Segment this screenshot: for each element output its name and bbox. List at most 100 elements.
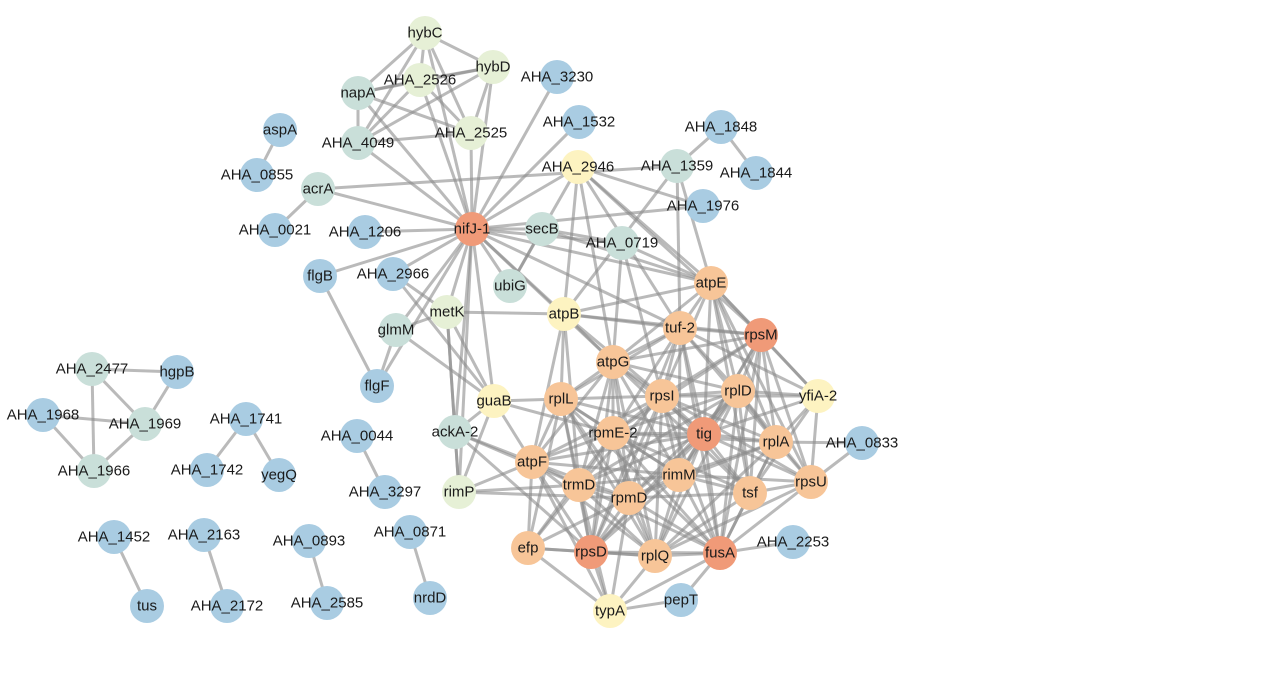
edge-hybc-nifj-1	[423, 32, 474, 230]
node-ubig: ubiG	[493, 269, 527, 303]
node-circle	[455, 212, 489, 246]
node-circle	[739, 156, 773, 190]
node-hybd: hybD	[475, 50, 511, 84]
node-rpsm: rpsM	[744, 318, 778, 352]
node-guab: guaB	[476, 384, 512, 418]
node-acra: acrA	[301, 172, 335, 206]
node-label: pepT	[664, 592, 698, 609]
edge-rpmd-efp	[527, 496, 630, 550]
node-napa: napA	[340, 76, 376, 110]
node-label: tsf	[742, 485, 759, 502]
node-circle	[340, 419, 374, 453]
edge-rpll-tig	[560, 397, 705, 436]
edge-rpsm-rpla	[759, 334, 778, 443]
node-label: metK	[429, 304, 464, 321]
node-label: yegQ	[261, 467, 297, 484]
node-label: atpB	[549, 306, 580, 323]
node-label: glmM	[378, 322, 415, 339]
edge-rpsm-atpg	[612, 333, 762, 364]
node-label: rpsI	[649, 388, 674, 405]
node-label: AHA_1206	[329, 224, 402, 241]
node-glmm: glmM	[378, 313, 415, 347]
node-label: AHA_2525	[435, 125, 508, 142]
edge-aha-2946-atpb	[562, 166, 580, 315]
node-circle	[210, 589, 244, 623]
edge-trmd-rplq	[577, 483, 657, 558]
node-rpmd: rpmD	[611, 481, 647, 515]
node-tuf-2: tuf-2	[663, 311, 697, 345]
node-label: AHA_1741	[210, 411, 283, 428]
node-label: AHA_1452	[78, 529, 151, 546]
node-label: aspA	[263, 122, 297, 139]
node-label: flgF	[364, 378, 389, 395]
node-circle	[759, 425, 793, 459]
node-label: guaB	[476, 393, 511, 410]
node-aha-1742: AHA_1742	[171, 453, 243, 487]
edge-nifj-1-glmm	[394, 228, 474, 331]
edge-atpe-atpg	[612, 281, 712, 364]
node-label: rimM	[662, 467, 695, 484]
edge-rpll-fusa	[559, 397, 722, 555]
node-circle	[660, 149, 694, 183]
node-circle	[128, 407, 162, 441]
node-label: AHA_0833	[826, 435, 899, 452]
node-label: AHA_4049	[322, 135, 395, 152]
node-secb: secB	[525, 212, 559, 246]
edge-yfia-2-tig	[703, 394, 819, 436]
node-atpf: atpF	[515, 445, 549, 479]
node-rpsd: rpsD	[574, 535, 608, 569]
node-label: hgpB	[159, 364, 194, 381]
node-label: rimP	[444, 484, 475, 501]
node-aspa: aspA	[263, 113, 297, 147]
node-circle	[776, 525, 810, 559]
edge-hybc-aha-2525	[423, 32, 473, 134]
node-label: flgB	[307, 268, 333, 285]
node-circle	[130, 589, 164, 623]
node-rimp: rimP	[442, 475, 476, 509]
node-label: secB	[525, 221, 558, 238]
edge-aha-1206-nifj-1	[364, 227, 473, 234]
node-label: atpG	[597, 354, 630, 371]
edge-hybd-nifj-1	[470, 66, 495, 230]
node-nrdd: nrdD	[413, 581, 447, 615]
node-circle	[493, 269, 527, 303]
node-efp: efp	[511, 531, 545, 565]
node-label: AHA_0719	[586, 235, 659, 252]
node-label: AHA_1976	[667, 198, 740, 215]
node-label: hybD	[475, 59, 510, 76]
node-circle	[744, 318, 778, 352]
node-label: yfiA-2	[799, 388, 837, 405]
node-circle	[262, 458, 296, 492]
edge-rpld-tsf	[736, 390, 752, 494]
node-rpsu: rpsU	[794, 465, 828, 499]
node-rpll: rplL	[544, 382, 578, 416]
node-aha-1968: AHA_1968	[7, 398, 79, 432]
node-label: acrA	[303, 181, 334, 198]
node-circle	[612, 481, 646, 515]
node-circle	[413, 581, 447, 615]
node-yfia-2: yfiA-2	[799, 379, 837, 413]
node-circle	[540, 60, 574, 94]
edge-glmm-guab	[395, 328, 495, 403]
node-circle	[292, 524, 326, 558]
node-rpsi: rpsI	[645, 379, 679, 413]
node-circle	[593, 594, 627, 628]
edge-atpf-typa	[530, 461, 612, 612]
edge-atpg-rpld	[612, 360, 739, 393]
node-label: AHA_2172	[191, 598, 264, 615]
node-trmd: trmD	[562, 468, 596, 502]
node-circle	[645, 379, 679, 413]
node-label: AHA_0021	[239, 222, 312, 239]
node-label: AHA_2163	[168, 527, 241, 544]
edge-rpsm-rpsu	[759, 334, 813, 483]
node-circle	[511, 531, 545, 565]
edge-atpf-rimm	[531, 460, 680, 477]
node-aha-0719: AHA_0719	[586, 226, 659, 260]
node-circle	[801, 379, 835, 413]
node-circle	[368, 475, 402, 509]
edge-nifj-1-tuf-2	[471, 227, 681, 330]
node-label: nifJ-1	[454, 221, 491, 238]
node-circle	[664, 583, 698, 617]
node-aha-2253: AHA_2253	[757, 525, 829, 559]
node-circle	[77, 454, 111, 488]
